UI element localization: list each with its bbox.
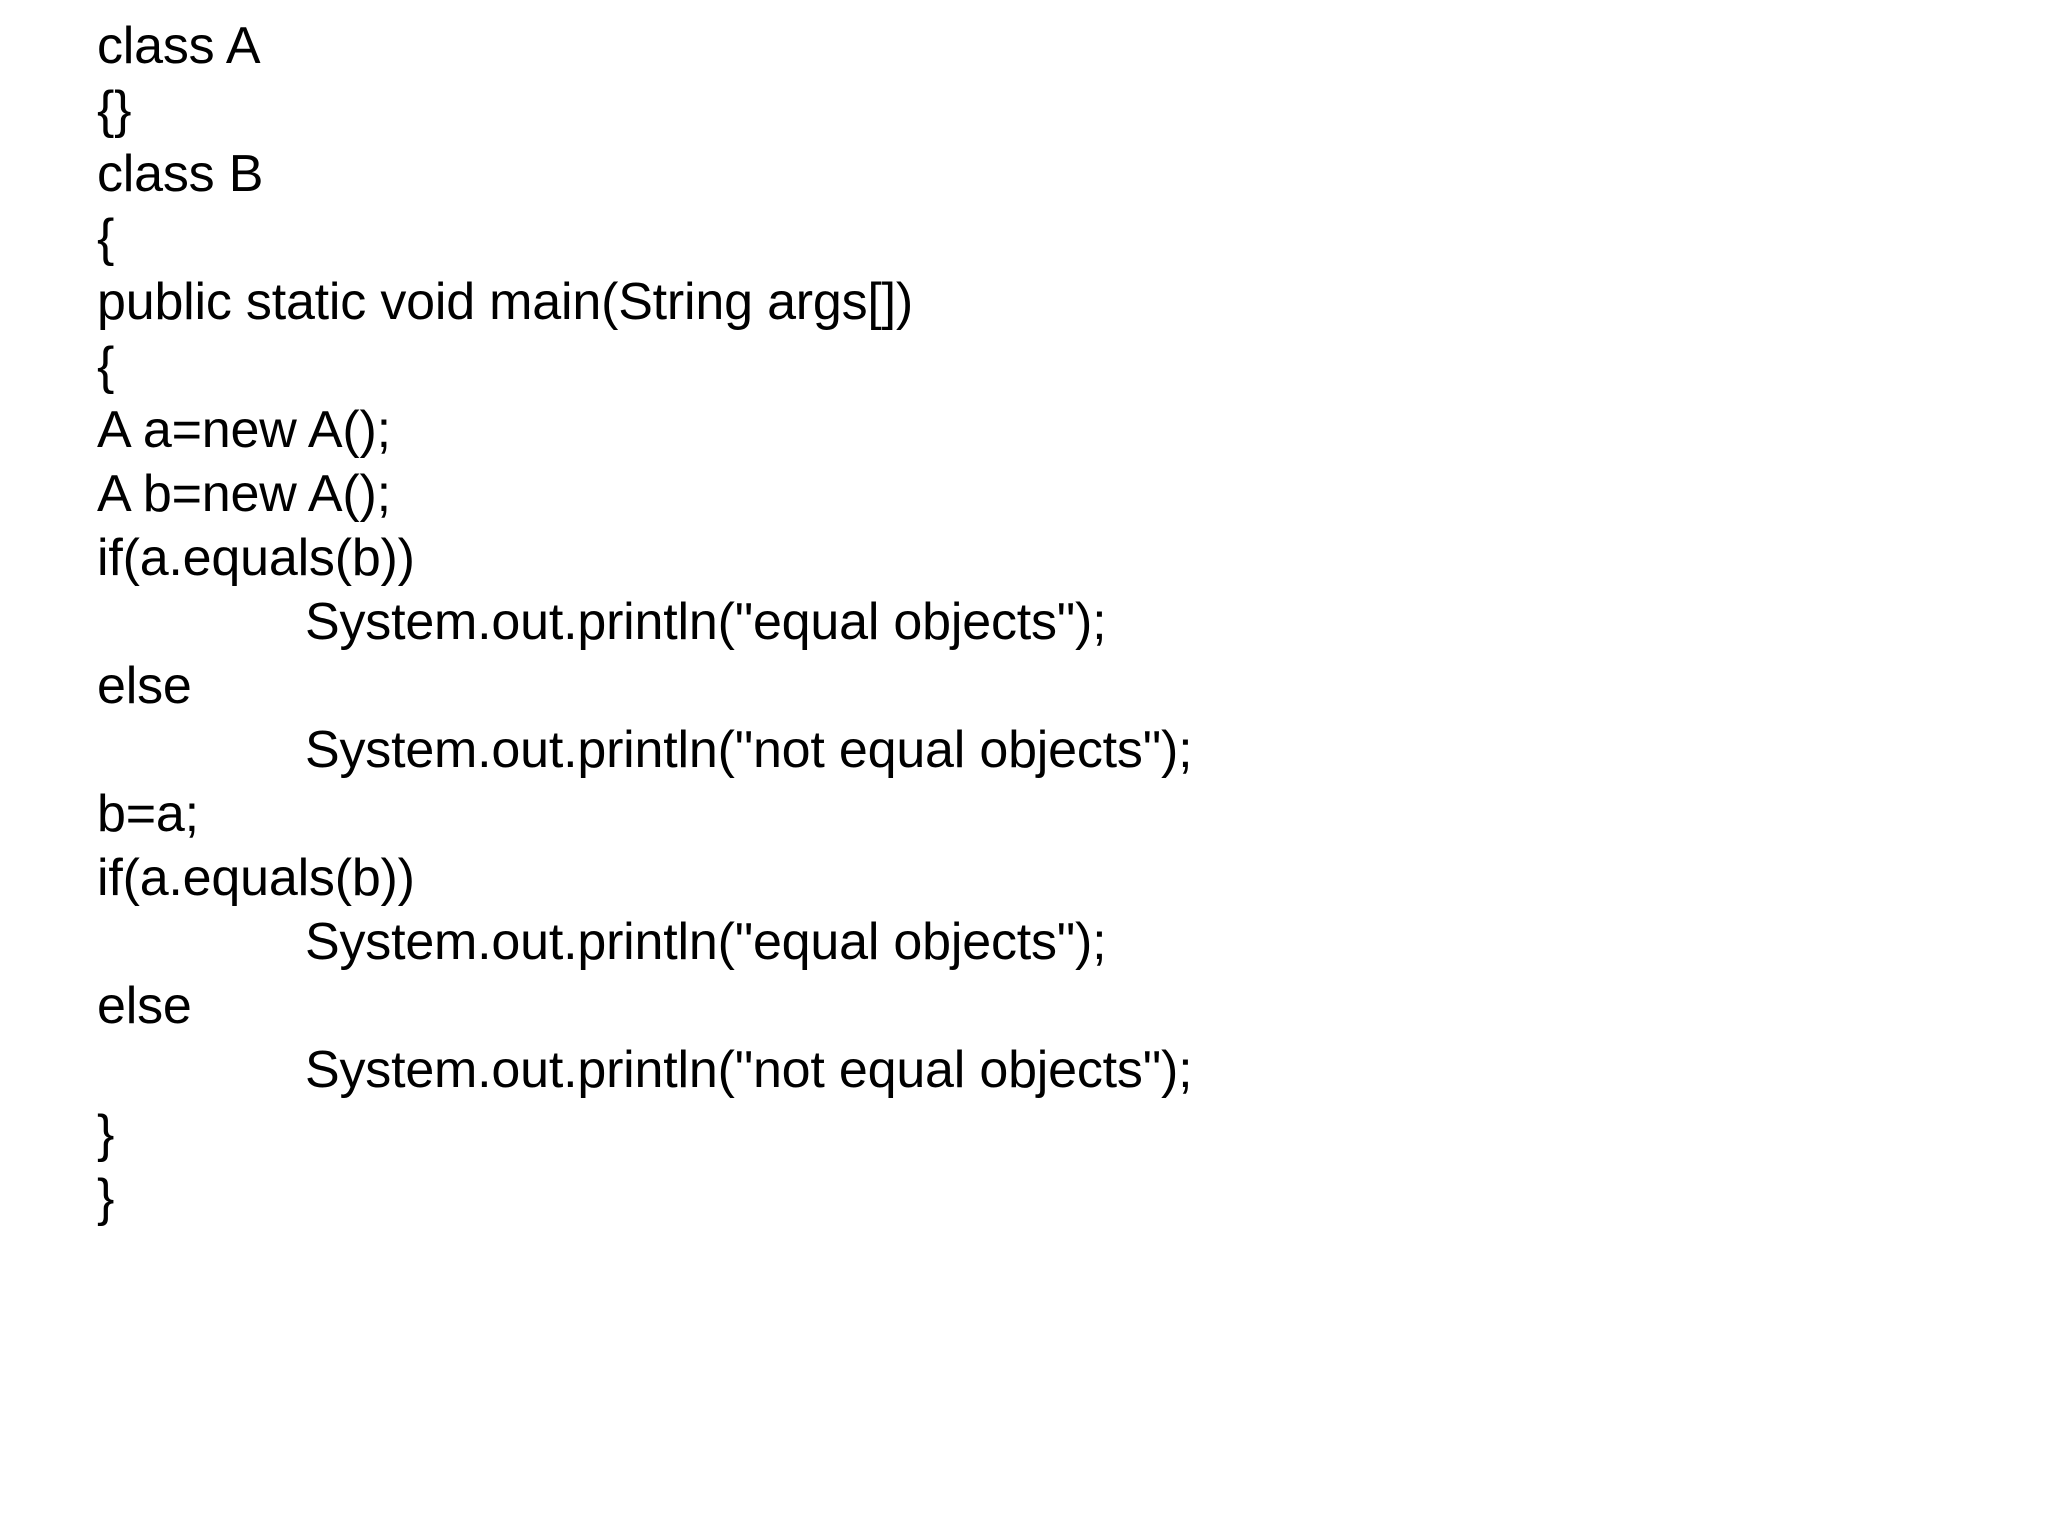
code-line: public static void main(String args[]) <box>97 273 914 331</box>
code-line: else <box>97 977 192 1035</box>
code-line: A a=new A(); <box>97 401 391 459</box>
code-line: else <box>97 657 192 715</box>
code-line: System.out.println("not equal objects"); <box>305 721 1193 779</box>
code-line: if(a.equals(b)) <box>97 849 415 907</box>
code-line: System.out.println("equal objects"); <box>305 913 1107 971</box>
code-line: } <box>97 1105 115 1163</box>
code-line: class B <box>97 145 264 203</box>
code-line: if(a.equals(b)) <box>97 529 415 587</box>
code-line: } <box>97 1169 115 1227</box>
code-line: System.out.println("equal objects"); <box>305 593 1107 651</box>
code-line: {} <box>97 81 132 139</box>
code-line: { <box>97 337 115 395</box>
code-listing: class A {} class B { public static void main… <box>97 17 1193 1227</box>
code-line: A b=new A(); <box>97 465 391 523</box>
code-line: System.out.println("not equal objects"); <box>305 1041 1193 1099</box>
code-line: b=a; <box>97 785 199 843</box>
code-line: { <box>97 209 115 267</box>
code-line: class A <box>97 17 261 75</box>
